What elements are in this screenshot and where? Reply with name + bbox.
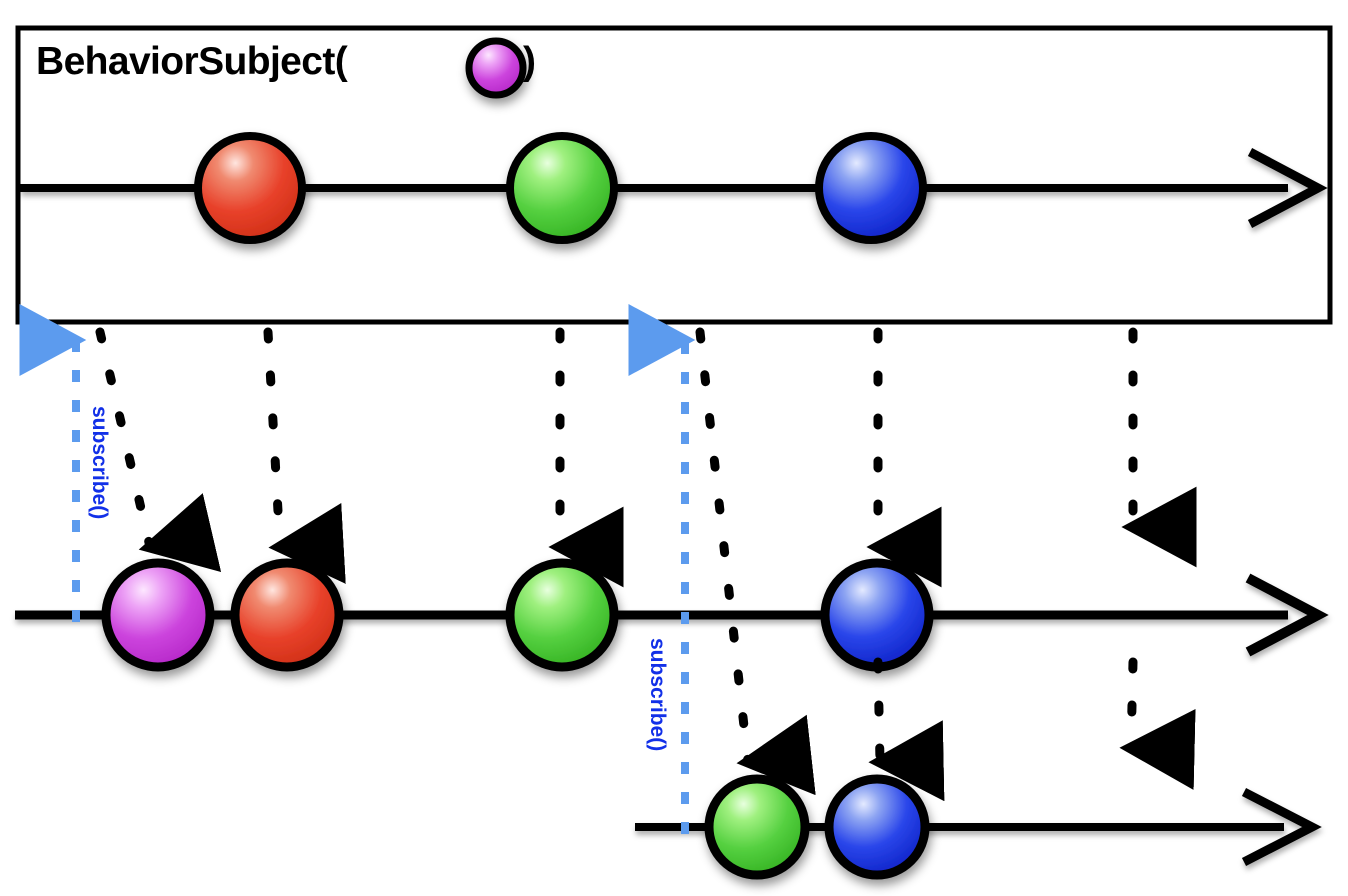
emission-links — [95, 327, 1197, 802]
subscribe-label-2: subscribe() — [646, 638, 669, 752]
subscriber-1-marble-magenta[interactable] — [101, 558, 215, 672]
source-marble-green[interactable] — [506, 132, 618, 244]
source-marble-red[interactable] — [194, 132, 306, 244]
emission-link-7 — [868, 657, 945, 802]
diagram-title-suffix: ) — [523, 40, 536, 83]
subscriber-1-marble-green[interactable] — [505, 558, 619, 672]
subscriber-1-marble-red[interactable] — [230, 558, 344, 672]
subscribe-arrows — [19, 304, 696, 834]
diagram-title-prefix: BehaviorSubject( — [36, 40, 348, 83]
source-marble-blue[interactable] — [815, 132, 927, 244]
subscriber-2-marble-green[interactable] — [704, 774, 810, 880]
subscribe-label-1: subscribe() — [88, 406, 111, 520]
title-marble-magenta — [465, 37, 527, 99]
subscriber-2-marble-blue[interactable] — [824, 774, 930, 880]
emission-link-2 — [263, 327, 346, 584]
emission-link-6 — [695, 327, 816, 796]
subscriber-1-timeline — [15, 573, 1329, 657]
subscriber-1-marble-blue[interactable] — [820, 558, 934, 672]
emission-link-8 — [1119, 657, 1196, 790]
